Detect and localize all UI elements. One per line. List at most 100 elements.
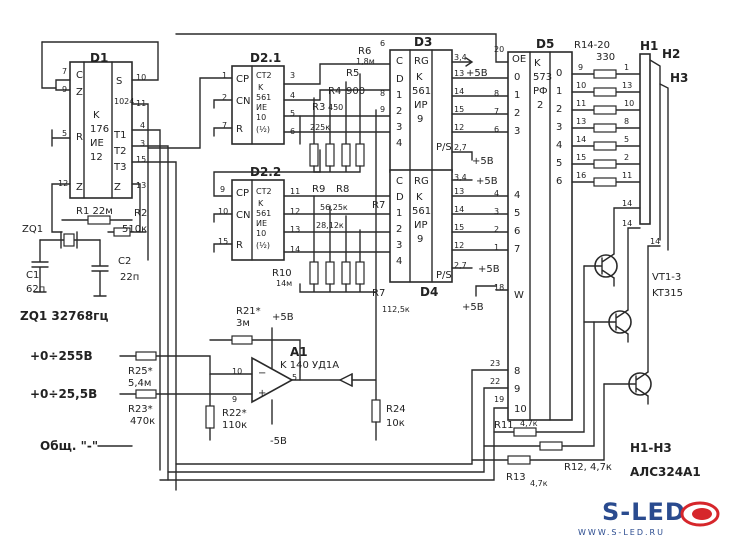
r8-value: 56,25к — [320, 203, 348, 212]
input-network: +0÷255В R25* 5,4м +0÷25,5В R23* 470к R22… — [30, 349, 253, 453]
h-pin-14c: 14 — [650, 237, 660, 246]
logo-url: WWW.S-LED.RU — [578, 528, 665, 537]
d5-w: W — [514, 290, 524, 301]
d5-out5: 5 — [556, 158, 562, 169]
r-out-1: 1 — [624, 63, 629, 72]
d4-n2: 2 — [494, 225, 499, 234]
transistors-vt: VT1-3 KT315 — [583, 207, 683, 405]
d22-t4: ИЕ — [256, 219, 267, 228]
c1-capacitor: C1 62п — [26, 239, 49, 295]
h1-label: H1 — [640, 39, 658, 53]
r10-value: 14м — [276, 279, 292, 288]
d1-pin-num-5: 5 — [62, 129, 67, 138]
h-pin-14a: 14 — [622, 199, 632, 208]
r11-value: 4,7к — [520, 419, 538, 428]
d4-3: 3 — [396, 240, 402, 251]
d3-pin-8: 8 — [380, 89, 385, 98]
d5-8: 8 — [514, 366, 520, 377]
chip-d5: D5 OE 0 1 2 3 4 5 6 7 W 8 9 10 K 573 РФ … — [490, 37, 573, 421]
r25-value: 5,4м — [128, 378, 151, 389]
s-led-logo: S-LED WWW.S-LED.RU — [576, 498, 726, 544]
d21-pin-5: 5 — [290, 109, 295, 118]
d3-n6: 6 — [494, 125, 499, 134]
d5-out3: 3 — [556, 122, 562, 133]
d4-plus5-2: +5В — [478, 264, 500, 275]
d5-pin-20: 20 — [494, 45, 504, 54]
r23-value: 470к — [130, 416, 155, 427]
plus5-bottom: +5В — [462, 302, 484, 313]
d1-label: D1 — [90, 51, 108, 65]
d5-2: 2 — [514, 108, 520, 119]
r3-value: 450 — [328, 103, 343, 112]
d5-label: D5 — [536, 37, 554, 51]
a1-pin-9: 9 — [232, 395, 237, 404]
display-h: H1 H2 H3 14 14 14 — [622, 39, 688, 251]
d21-pin-4: 4 — [290, 91, 295, 100]
h-type: АЛС324А1 — [630, 465, 701, 479]
d4-o15: 15 — [454, 223, 464, 232]
d21-t2: K — [258, 83, 264, 92]
d4-1: 1 — [396, 208, 402, 219]
vt-label: VT1-3 — [652, 272, 681, 283]
zq1-crystal: ZQ1 — [22, 224, 101, 249]
d4-o14: 14 — [454, 205, 464, 214]
r-in-9: 9 — [578, 63, 583, 72]
d5-3: 3 — [514, 126, 520, 137]
d3-3: 3 — [396, 122, 402, 133]
d22-t6: (½) — [256, 241, 270, 250]
r10-label: R10 — [272, 268, 292, 279]
c2-value: 22п — [120, 272, 139, 283]
d22-t3: 561 — [256, 209, 271, 218]
r2-label: R2 — [134, 208, 147, 219]
c2-label: C2 — [118, 256, 131, 267]
d1-pin-num-4: 4 — [140, 121, 145, 130]
d5-1: 1 — [514, 90, 520, 101]
r7-label: R7 — [372, 200, 385, 211]
d1-pin-num-10: 10 — [136, 73, 146, 82]
d3-561: 561 — [412, 86, 431, 97]
d3-rg: RG — [414, 56, 429, 67]
r1-label: R1 22м — [76, 206, 113, 217]
d5-oe: OE — [512, 54, 526, 65]
d5-out4: 4 — [556, 140, 562, 151]
d5-5: 5 — [514, 208, 520, 219]
d1-pin-num-7: 7 — [62, 67, 67, 76]
a1-minus: − — [258, 368, 266, 379]
d22-pin-12: 12 — [290, 207, 300, 216]
chip-d4: D4 C D 1 2 3 4 RG K 561 ИР 9 P/S 3,4 2,7 — [389, 169, 467, 299]
d3-ir: ИР — [414, 100, 428, 111]
d1-pin-num-13: 13 — [136, 181, 146, 190]
d5-rf: РФ — [533, 86, 548, 97]
d5-573: 573 — [533, 72, 552, 83]
chip-d3: D3 C D 1 2 3 4 RG K 561 ИР 9 P/S 3,4 2,7… — [380, 35, 467, 173]
r8-label: R8 — [336, 184, 349, 195]
a1-label: A1 — [290, 345, 308, 359]
r6-label: R6 — [358, 46, 371, 57]
d5-4: 4 — [514, 190, 520, 201]
d5-10: 10 — [514, 404, 527, 415]
c1-value: 62п — [26, 284, 45, 295]
d4-n3: 3 — [494, 207, 499, 216]
h3-label: H3 — [670, 71, 688, 85]
d21-pin-7: 7 — [222, 121, 227, 130]
d4-p34: 3,4 — [454, 173, 467, 182]
d1-pin-r: R — [76, 132, 83, 143]
d3-plus5: +5В — [466, 68, 488, 79]
d21-cp: CP — [236, 74, 249, 85]
d22-t5: 10 — [256, 229, 266, 238]
d22-pin-15: 15 — [218, 237, 228, 246]
a1-plus: + — [258, 388, 266, 399]
r1-resistor: R1 22м — [61, 206, 133, 225]
d21-t4: ИЕ — [256, 103, 267, 112]
r-out-8: 8 — [624, 117, 629, 126]
d21-cn: CN — [236, 96, 250, 107]
d4-plus5: +5В — [476, 176, 498, 187]
a1-type: K 140 УД1А — [280, 360, 339, 371]
r4-value: 900 — [346, 86, 365, 97]
d22-pin-13: 13 — [290, 225, 300, 234]
d3-o14: 14 — [454, 87, 464, 96]
d22-pin-10: 10 — [218, 207, 228, 216]
d3-d: D — [396, 74, 404, 85]
d22-r: R — [236, 240, 243, 251]
